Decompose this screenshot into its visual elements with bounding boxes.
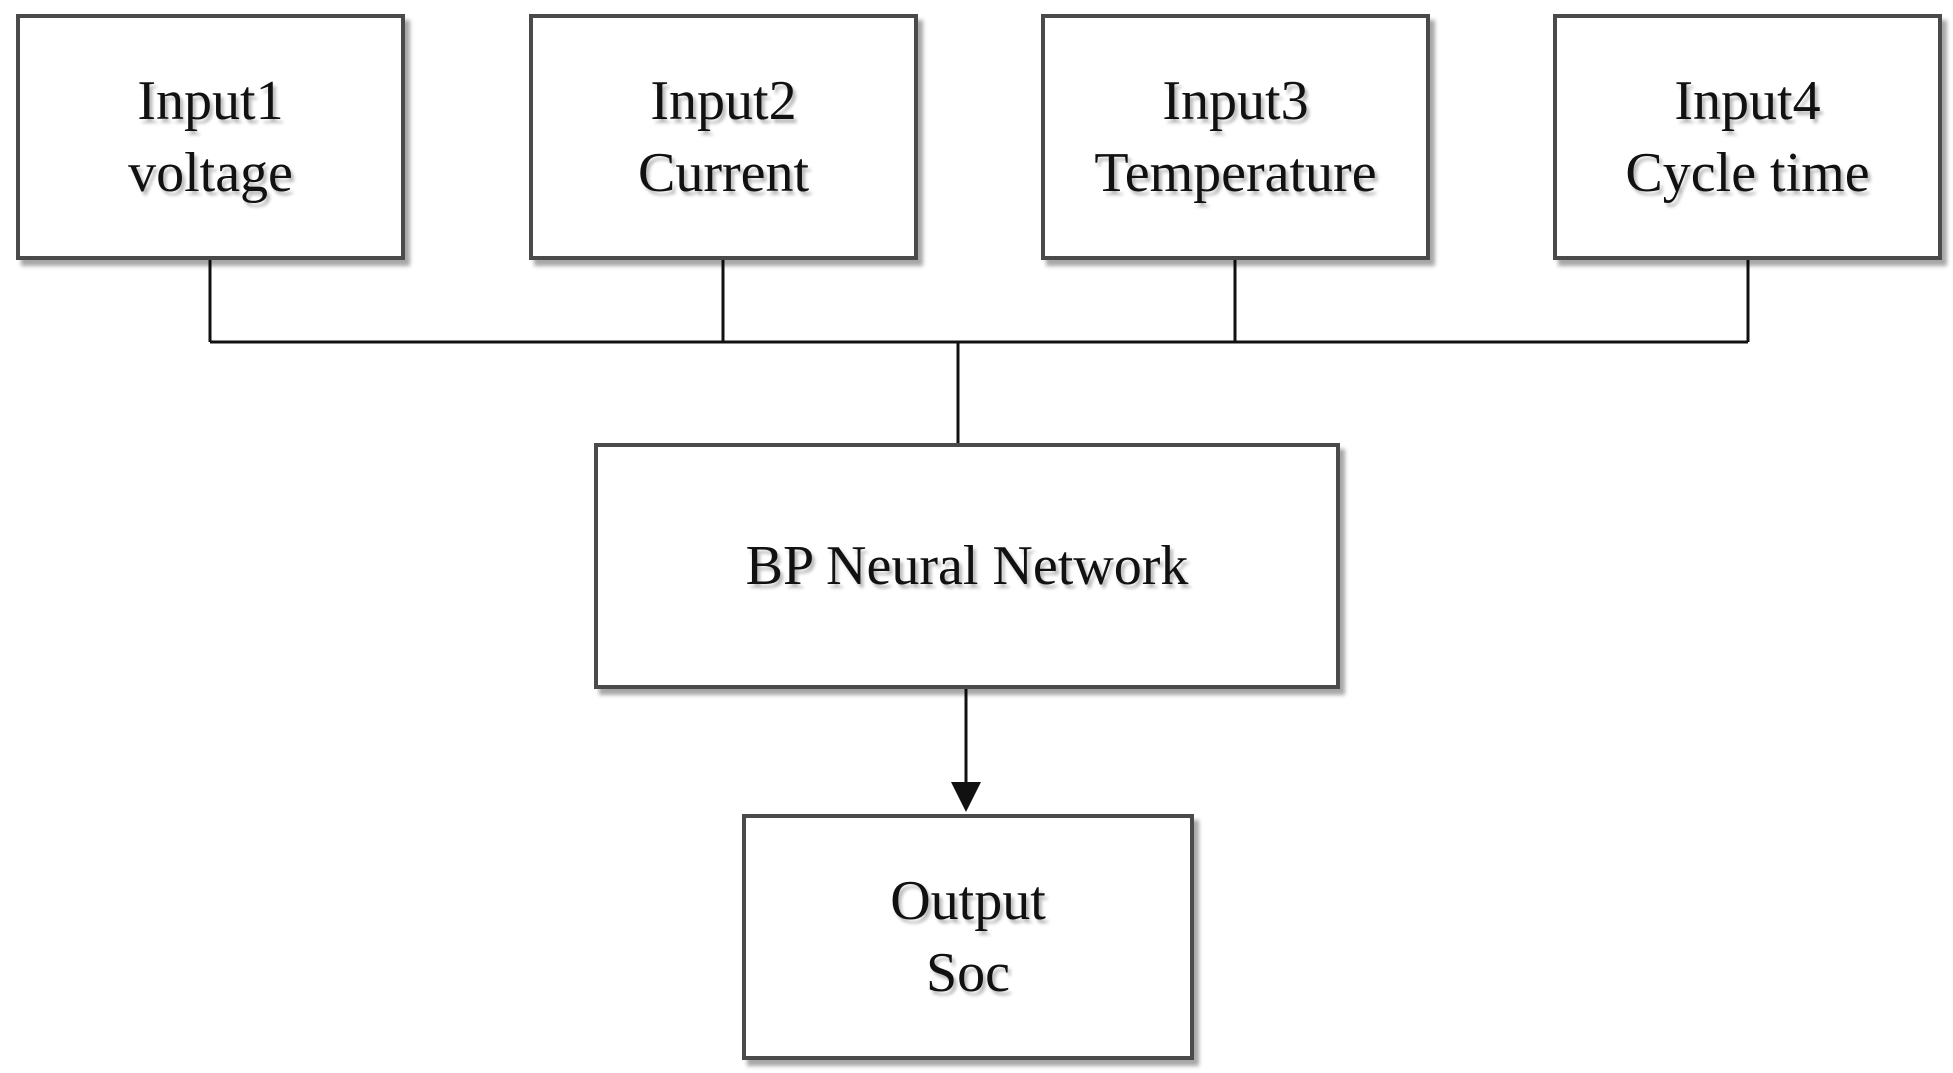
input2-label: Current <box>637 142 810 204</box>
arrowhead-icon <box>951 782 981 812</box>
output-label: Soc <box>926 942 1010 1004</box>
bp-neural-network-box: BP Neural Network <box>594 443 1340 689</box>
input1-box: Input1 voltage <box>16 14 405 260</box>
input3-title: Input3 <box>1162 70 1309 132</box>
input1-title: Input1 <box>137 70 284 132</box>
input3-label: Temperature <box>1094 142 1377 204</box>
input3-box: Input3 Temperature <box>1041 14 1430 260</box>
bp-neural-network-label: BP Neural Network <box>745 535 1189 597</box>
input1-label: voltage <box>128 142 293 204</box>
output-title: Output <box>890 870 1046 932</box>
input4-box: Input4 Cycle time <box>1553 14 1942 260</box>
output-box: Output Soc <box>742 814 1194 1060</box>
input2-title: Input2 <box>650 70 797 132</box>
input4-label: Cycle time <box>1625 142 1870 204</box>
input2-box: Input2 Current <box>529 14 918 260</box>
input4-title: Input4 <box>1674 70 1821 132</box>
